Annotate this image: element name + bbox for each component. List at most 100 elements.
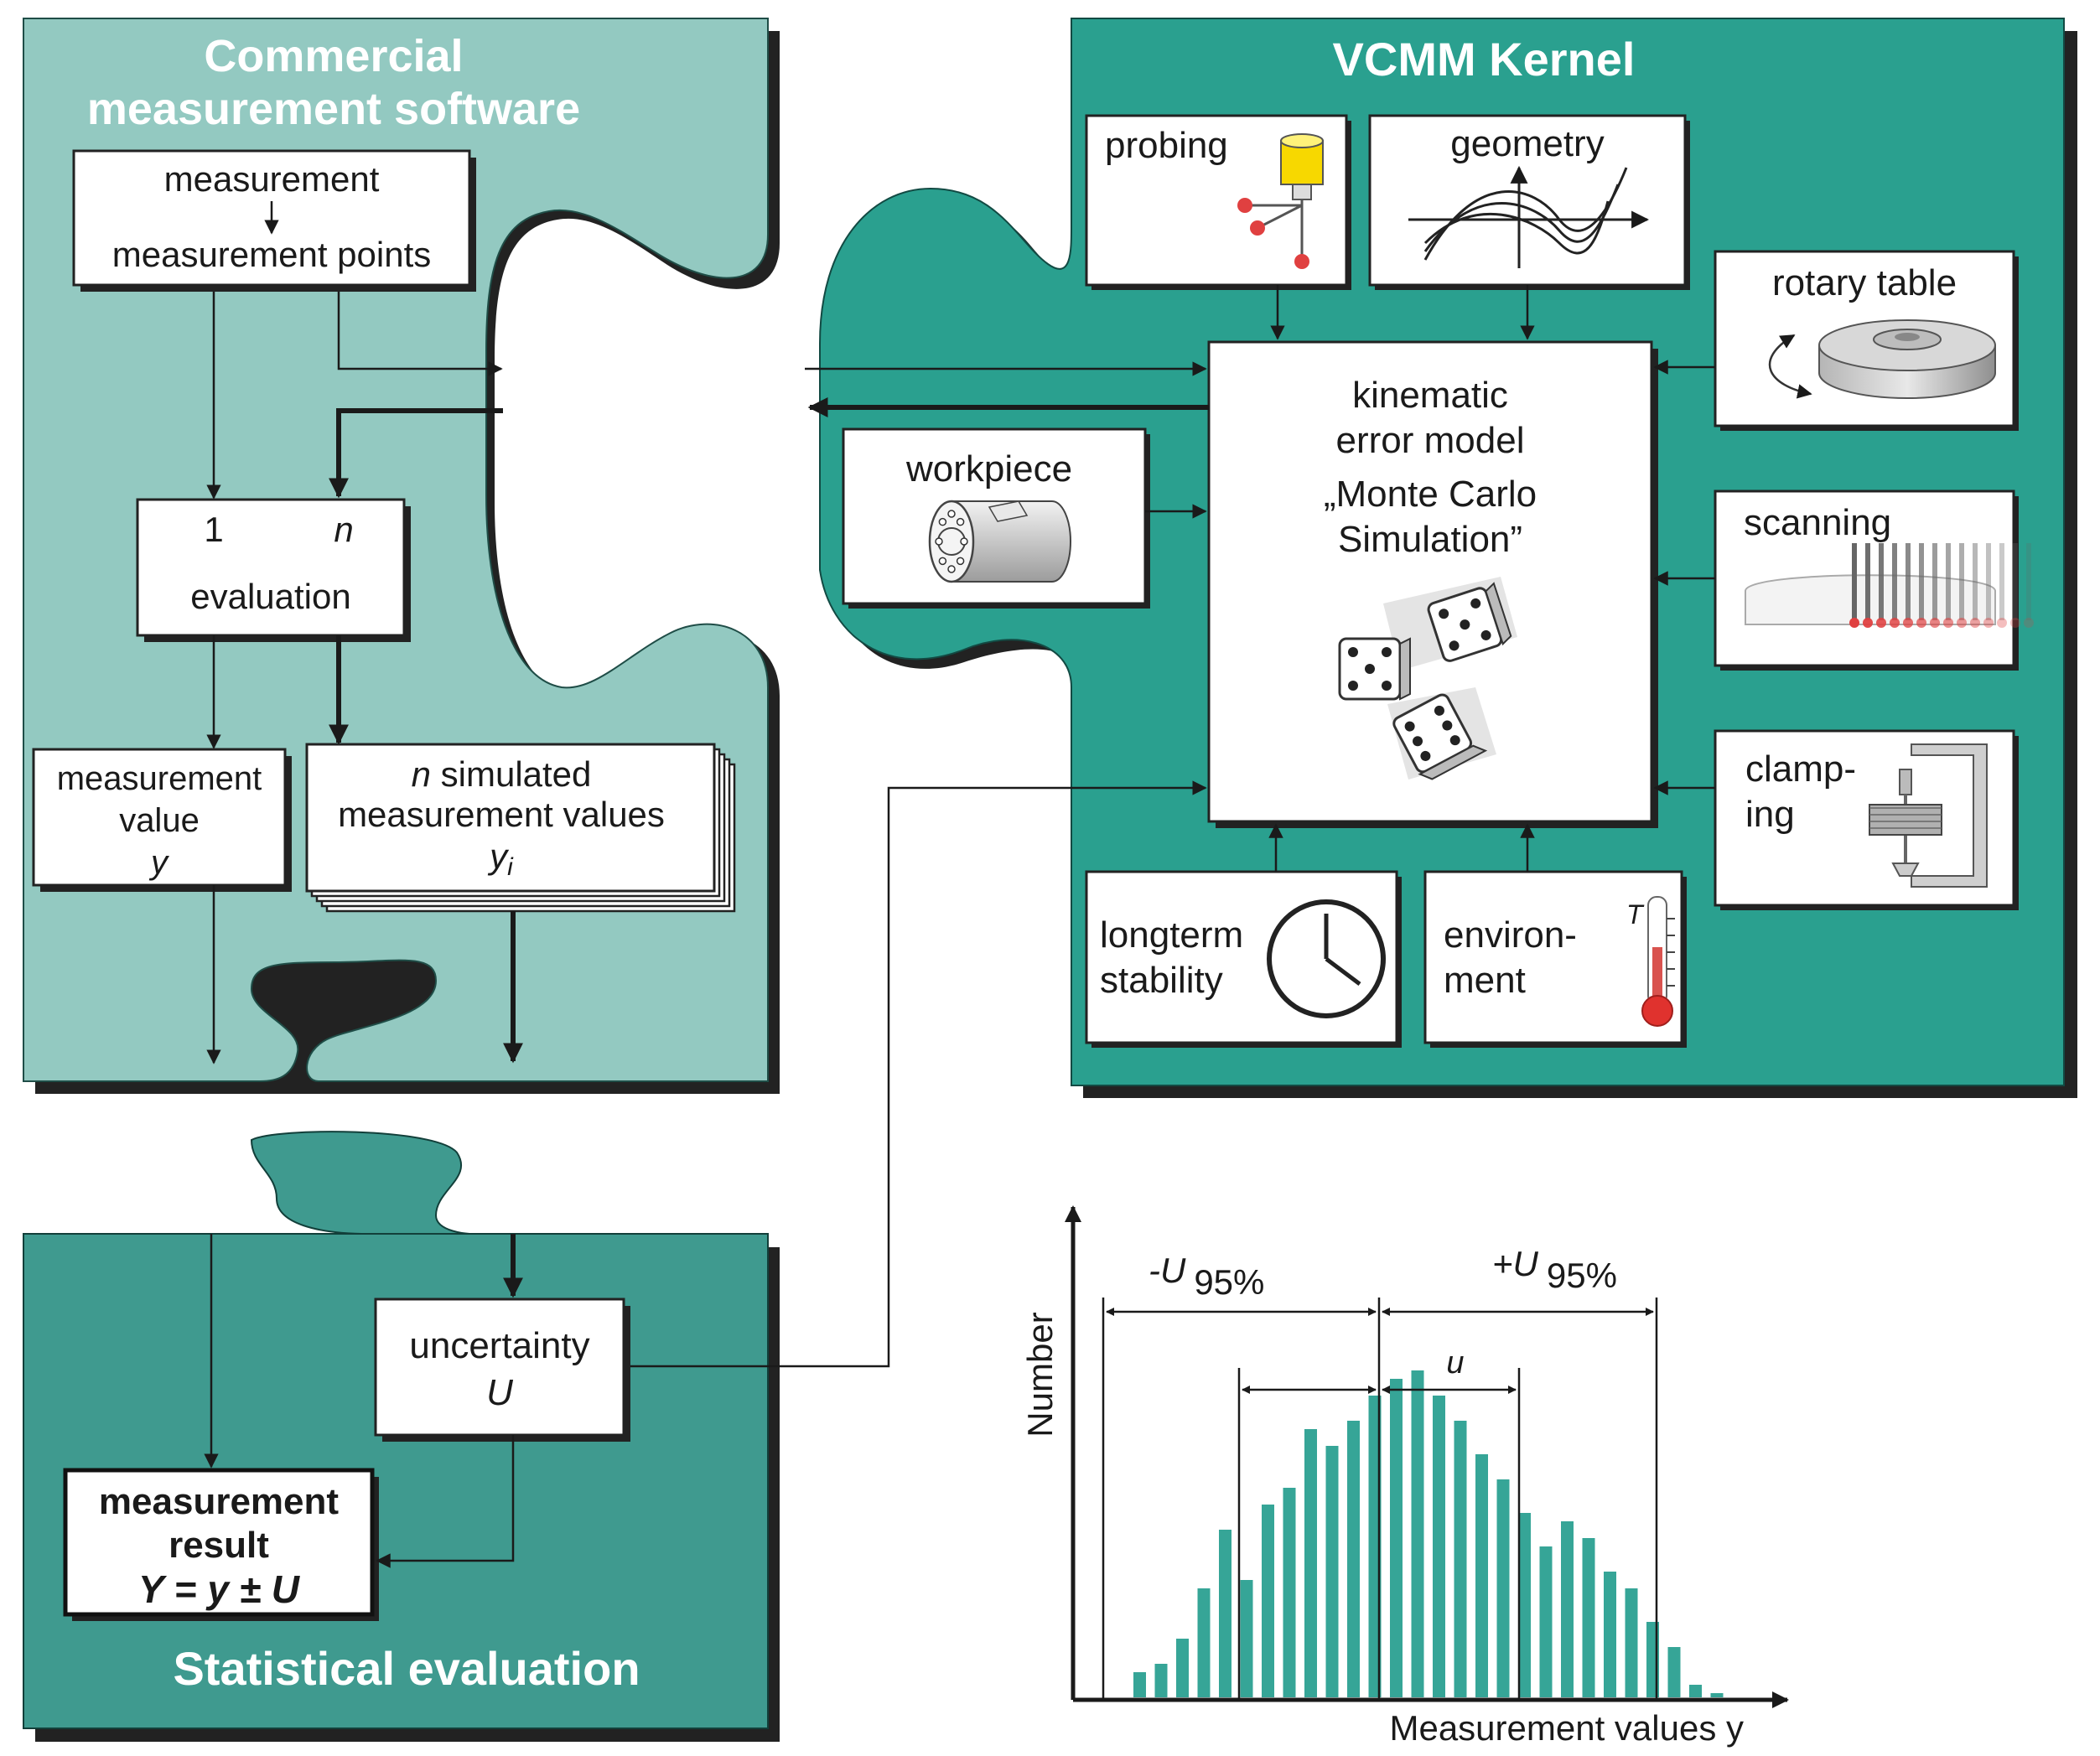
measurement-box: measurement measurement points	[72, 149, 476, 292]
histogram-bar	[1262, 1505, 1274, 1697]
evaluation-n: n	[334, 510, 353, 549]
result-line2: result	[169, 1525, 269, 1566]
environment-line2: ment	[1444, 960, 1526, 1001]
histogram-bar	[1133, 1672, 1146, 1697]
longterm-box: longterm stability	[1085, 870, 1402, 1048]
scanning-probes	[1849, 543, 2034, 628]
clamping-box: clamp- ing	[1714, 729, 2019, 910]
geometry-box: geometry	[1368, 114, 1690, 290]
rotary-table-icon	[1768, 319, 1996, 399]
workpiece-hole	[960, 537, 968, 546]
simulated-values-stack: n simulated measurement values yi	[305, 743, 736, 913]
environment-box: environ- ment T	[1423, 870, 1687, 1048]
measurement-label: measurement	[164, 159, 380, 199]
workpiece-box: workpiece	[842, 427, 1150, 609]
histogram-bar	[1454, 1421, 1467, 1697]
clock-icon	[1267, 899, 1386, 1018]
scan-probe-tip	[1943, 618, 1953, 628]
histogram-bar	[1604, 1572, 1616, 1697]
longterm-line2: stability	[1100, 960, 1223, 1001]
histogram-bar	[1582, 1538, 1595, 1697]
histogram-bar	[1347, 1421, 1360, 1697]
probing-box: probing	[1085, 114, 1351, 290]
workpiece-hole	[938, 517, 947, 526]
stat-title: Statistical evaluation	[173, 1642, 640, 1695]
error-model-box: kinematic error model „Monte Carlo Simul…	[1207, 340, 1658, 828]
histogram-bar	[1475, 1454, 1488, 1697]
geometry-curves-icon	[1408, 165, 1650, 268]
scan-probe-tip	[1930, 618, 1940, 628]
annotation-minus-u-text: -U	[1149, 1251, 1186, 1290]
histogram-bar	[1283, 1488, 1296, 1697]
thermometer-t-label: T	[1626, 899, 1645, 930]
histogram-bar	[1561, 1521, 1574, 1697]
workpiece-cylinder-icon	[928, 500, 1071, 583]
result-box: measurement result Y = y ± U	[63, 1468, 379, 1621]
histogram-bar	[1667, 1647, 1681, 1697]
result-formula: Y = y ± U	[138, 1567, 301, 1611]
histogram-bar	[1496, 1479, 1510, 1697]
uncertainty-line1: uncertainty	[409, 1325, 589, 1366]
scan-probe-tip	[1876, 618, 1886, 628]
kernel-connectors	[630, 285, 1715, 1368]
histogram-y-label: Number	[1020, 1312, 1060, 1437]
measurement-points-label: measurement points	[112, 235, 432, 274]
result-line1: measurement	[99, 1481, 339, 1522]
histogram-bar	[1433, 1396, 1445, 1697]
clamp-icon	[1869, 743, 1988, 888]
workpiece-hole	[938, 557, 947, 566]
scan-probe-tip	[1863, 618, 1873, 628]
simulated-values-i: i	[507, 853, 514, 881]
scan-probe-tip	[1970, 618, 1980, 628]
error-model-line2: error model	[1336, 420, 1525, 461]
scan-probe-tip	[1903, 618, 1913, 628]
kernel-title: VCMM Kernel	[1333, 33, 1636, 85]
scan-probe-tip	[1957, 618, 1967, 628]
measurement-value-box: measurement value y	[32, 748, 292, 892]
histogram-bar	[1154, 1664, 1168, 1697]
geometry-label: geometry	[1450, 123, 1604, 164]
histogram-bar	[1219, 1530, 1231, 1697]
simulated-values-line2: measurement values	[338, 795, 665, 834]
histogram-bar	[1390, 1379, 1403, 1697]
annotation-small-u: u	[1446, 1345, 1464, 1380]
workpiece-holes	[935, 510, 968, 573]
scan-probe-tip	[1997, 618, 2007, 628]
annotation-plus-u-text: +U	[1492, 1244, 1539, 1283]
software-title-line1: Commercial	[204, 31, 463, 81]
histogram-x-label: Measurement values y	[1389, 1708, 1744, 1748]
workpiece-hole	[947, 510, 956, 518]
simulated-values-line1-rest: simulated	[431, 754, 591, 794]
workpiece-hole	[956, 517, 965, 526]
histogram-bar	[1304, 1429, 1317, 1697]
longterm-line1: longterm	[1100, 914, 1243, 956]
software-connectors	[206, 292, 523, 1064]
software-title-line2: measurement software	[87, 84, 580, 134]
clamping-label-line1: clamp-	[1745, 749, 1856, 790]
histogram-bar	[1710, 1693, 1724, 1697]
annotation-minus-u-pct: 95%	[1194, 1262, 1264, 1302]
workpiece-hole	[935, 537, 943, 546]
annotation-plus-u-pct: 95%	[1547, 1256, 1617, 1295]
uncertainty-box: uncertainty U	[374, 1298, 630, 1442]
histogram-bar	[1689, 1685, 1702, 1697]
workpiece-label: workpiece	[905, 448, 1072, 490]
measurement-value-line2: value	[119, 802, 200, 839]
histogram-bar	[1176, 1639, 1189, 1697]
histogram-bar	[1240, 1580, 1253, 1697]
simulated-values-n: n	[412, 754, 431, 794]
rotary-table-box: rotary table	[1714, 250, 2019, 431]
rotary-table-label: rotary table	[1772, 262, 1957, 303]
histogram-bars	[1133, 1370, 1724, 1697]
simulated-values-yi: yi	[487, 837, 514, 881]
probing-label: probing	[1105, 125, 1228, 166]
error-model-line1: kinematic	[1352, 375, 1508, 416]
evaluation-box: 1 n evaluation	[136, 498, 411, 642]
workpiece-hole	[956, 557, 965, 566]
environment-line1: environ-	[1444, 914, 1577, 956]
stat-connectors	[204, 1234, 523, 1568]
scan-probe-tip	[2010, 618, 2020, 628]
